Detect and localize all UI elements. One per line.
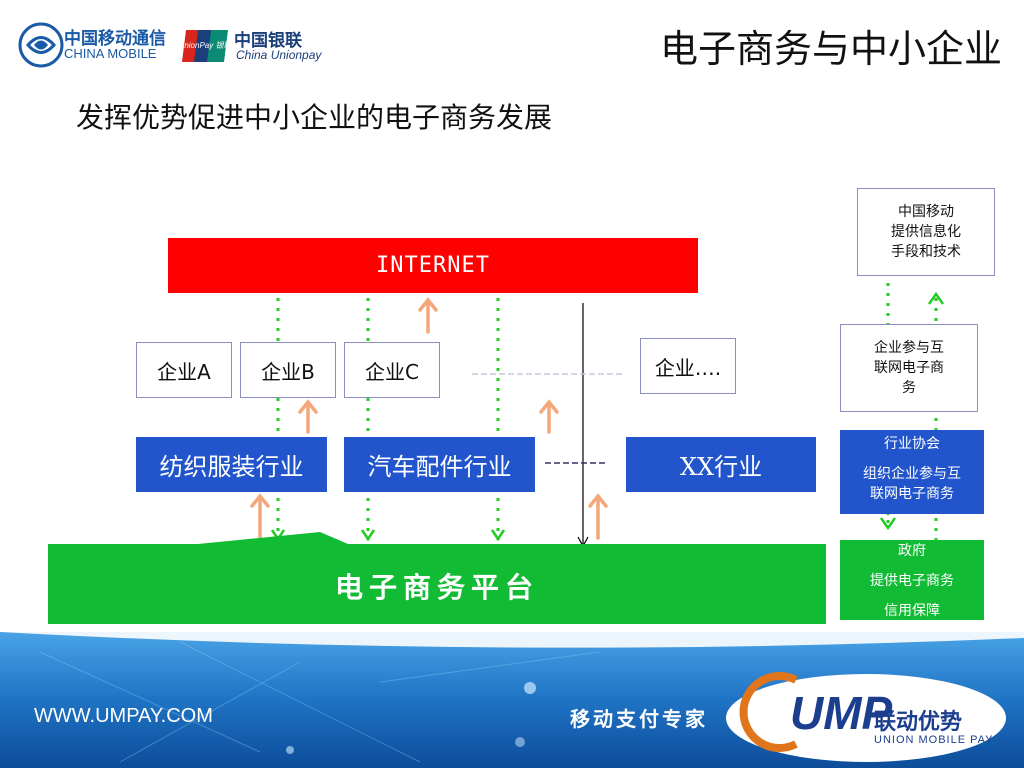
industry-textile-box: 纺织服装行业 bbox=[136, 437, 327, 492]
platform-label: 电子商务平台 bbox=[334, 571, 539, 604]
enterprise-more-label: 企业…. bbox=[654, 355, 722, 380]
enterprise-more-box: 企业…. bbox=[640, 338, 736, 394]
orange-arrow-2 bbox=[298, 399, 318, 434]
ump-logo-text: UMP bbox=[790, 687, 893, 739]
unionpay-name-en: China Unionpay bbox=[236, 48, 322, 62]
orange-arrow-5 bbox=[588, 493, 608, 540]
side-arrowhead-up bbox=[927, 291, 945, 305]
side-enterprise-line-2: 联网电子商 bbox=[874, 360, 944, 376]
side-enterprise-box: 企业参与互 联网电子商 务 bbox=[840, 324, 978, 412]
industry-auto-parts-label: 汽车配件行业 bbox=[367, 453, 512, 481]
enterprise-b-box: 企业B bbox=[240, 342, 336, 398]
unionpay-logo-icon: UnionPay 银联 bbox=[182, 30, 228, 62]
platform-shape bbox=[48, 532, 826, 624]
industry-auto-parts-box: 汽车配件行业 bbox=[344, 437, 535, 492]
enterprise-a-box: 企业A bbox=[136, 342, 232, 398]
side-enterprise-line-1: 企业参与互 bbox=[874, 340, 944, 356]
side-government-line-3: 信用保障 bbox=[884, 603, 940, 619]
industry-xx-box: XX行业 bbox=[626, 437, 816, 492]
ump-ring-icon bbox=[739, 672, 798, 752]
dotted-arrowhead-c bbox=[360, 529, 376, 542]
dotted-arrowhead-d bbox=[490, 529, 506, 542]
slide-subtitle: 发挥优势促进中小企业的电子商务发展 bbox=[76, 101, 553, 134]
side-government-line-1: 政府 bbox=[898, 543, 926, 559]
orange-arrow-4 bbox=[250, 493, 270, 540]
footer-banner bbox=[0, 632, 1024, 768]
side-enterprise-line-3: 务 bbox=[902, 380, 916, 396]
orange-arrow-3 bbox=[539, 399, 559, 434]
industry-textile-label: 纺织服装行业 bbox=[159, 453, 304, 481]
china-mobile-name-cn: 中国移动通信 bbox=[64, 29, 166, 49]
industry-xx-label: XX行业 bbox=[679, 453, 763, 481]
side-arrowhead-down bbox=[879, 517, 897, 531]
enterprise-c-box: 企业C bbox=[344, 342, 440, 398]
side-association-line-2: 组织企业参与互 bbox=[863, 466, 961, 482]
side-china-mobile-line-2: 提供信息化 bbox=[891, 224, 961, 240]
internet-bar: INTERNET bbox=[168, 238, 698, 293]
side-association-box: 行业协会 组织企业参与互 联网电子商务 bbox=[840, 430, 984, 514]
unionpay-badge-text: UnionPay 银联 bbox=[182, 41, 228, 50]
enterprise-b-label: 企业B bbox=[261, 359, 315, 384]
side-china-mobile-line-3: 手段和技术 bbox=[891, 244, 961, 260]
side-association-line-1: 行业协会 bbox=[884, 436, 940, 452]
ump-name-cn: 联动优势 bbox=[874, 710, 963, 735]
china-mobile-name-en: CHINA MOBILE bbox=[64, 46, 157, 61]
side-association-line-3: 联网电子商务 bbox=[870, 486, 954, 502]
china-mobile-logo-icon bbox=[18, 22, 64, 68]
enterprise-a-label: 企业A bbox=[157, 359, 211, 384]
footer-url: WWW.UMPAY.COM bbox=[34, 705, 213, 727]
side-government-box: 政府 提供电子商务 信用保障 bbox=[840, 540, 984, 620]
slide-title: 电子商务与中小企业 bbox=[659, 27, 1002, 71]
enterprise-c-label: 企业C bbox=[365, 359, 419, 384]
side-china-mobile-box: 中国移动 提供信息化 手段和技术 bbox=[857, 188, 995, 276]
footer-slogan: 移动支付专家 bbox=[570, 707, 708, 731]
side-china-mobile-line-1: 中国移动 bbox=[898, 204, 954, 220]
unionpay-name-cn: 中国银联 bbox=[234, 31, 302, 51]
orange-arrow-1 bbox=[418, 297, 438, 334]
side-government-line-2: 提供电子商务 bbox=[870, 573, 954, 589]
ump-name-en: UNION MOBILE PAY bbox=[874, 734, 994, 746]
